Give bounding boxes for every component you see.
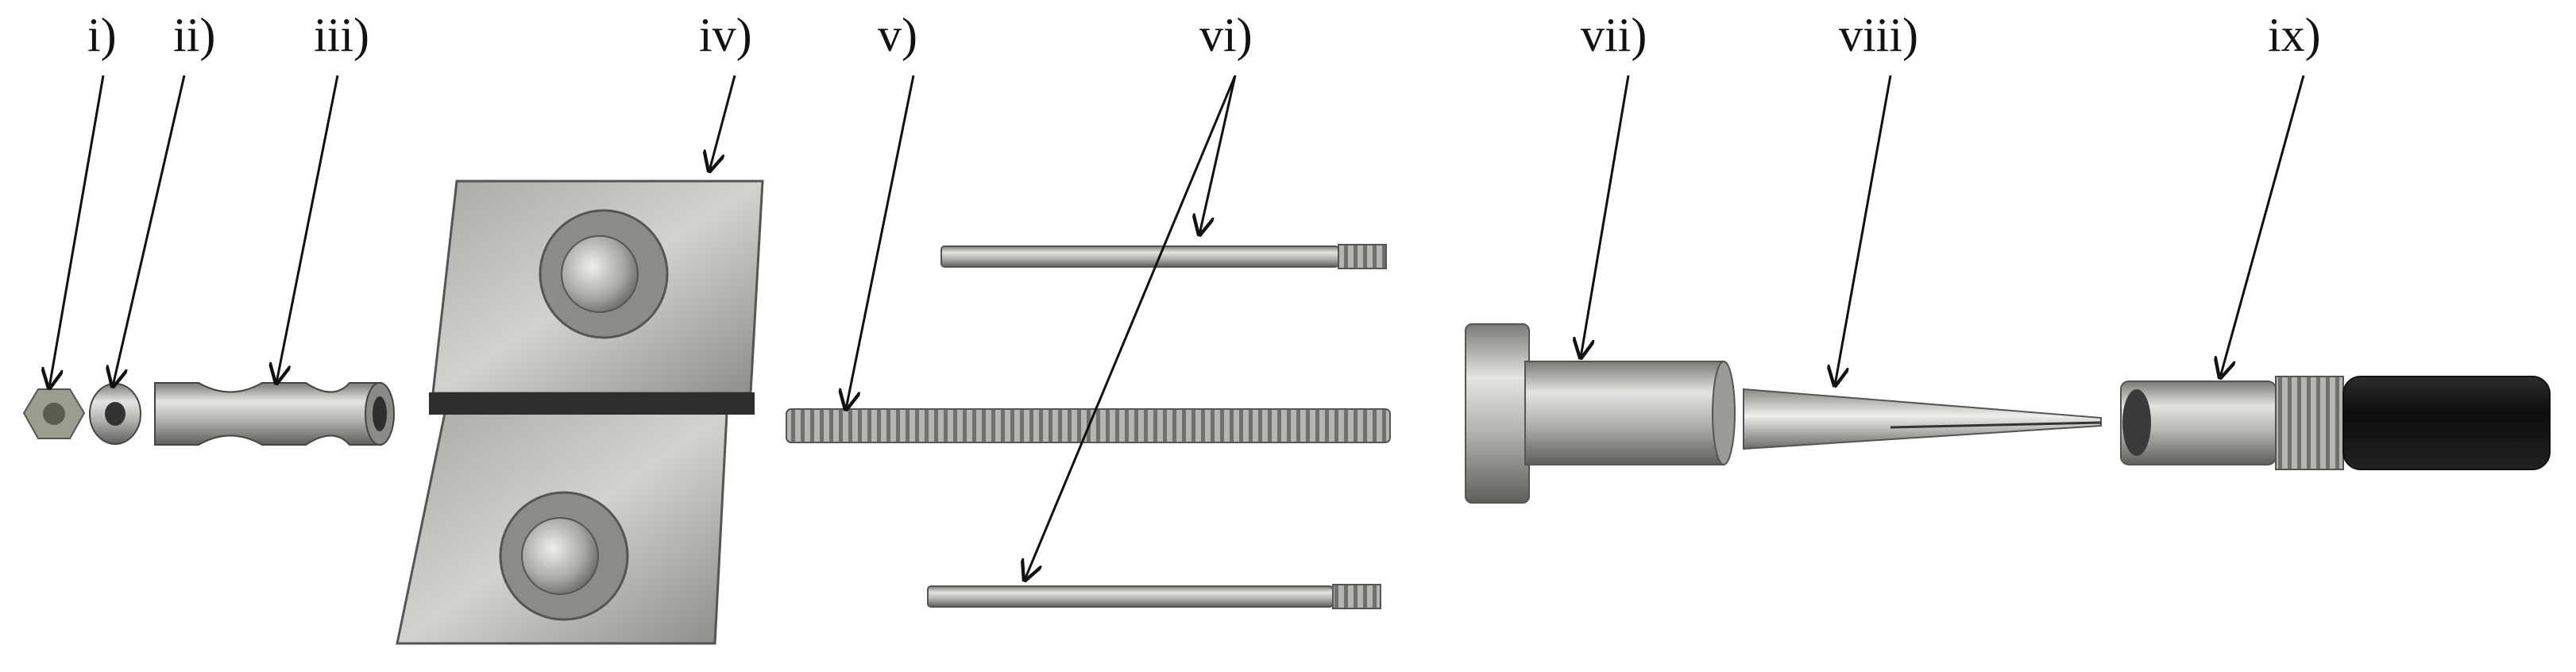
arrow-v (846, 75, 915, 409)
hex-nut (22, 388, 86, 439)
washer (89, 383, 141, 445)
grooved-bushing (154, 382, 395, 446)
label-i: i) (87, 9, 117, 61)
arrow-ii (113, 75, 186, 386)
label-ii: ii) (173, 9, 216, 61)
handle (2120, 376, 2551, 470)
arrow-vi-a (1199, 75, 1237, 234)
arrow-vi-b (1025, 75, 1237, 580)
tapered-cone (1743, 388, 2102, 450)
leader-arrows (49, 75, 2305, 580)
arrow-iii (276, 75, 339, 383)
label-vi: vi) (1199, 9, 1253, 61)
flanged-sleeve (1465, 323, 1736, 504)
label-vii: vii) (1581, 9, 1647, 61)
label-v: v) (878, 9, 917, 61)
clamp-block (396, 180, 764, 645)
arrow-ix (2220, 75, 2305, 377)
guide-pin-lower (927, 584, 1381, 609)
label-ix: ix) (2268, 9, 2321, 61)
guide-pin-upper (940, 244, 1387, 269)
arrow-i (49, 75, 105, 388)
label-iv: iv) (699, 9, 752, 61)
label-viii: viii) (1839, 9, 1918, 61)
arrow-iv (709, 75, 736, 171)
label-iii: iii) (314, 9, 369, 61)
arrow-vii (1581, 75, 1630, 357)
arrow-viii (1835, 75, 1892, 385)
